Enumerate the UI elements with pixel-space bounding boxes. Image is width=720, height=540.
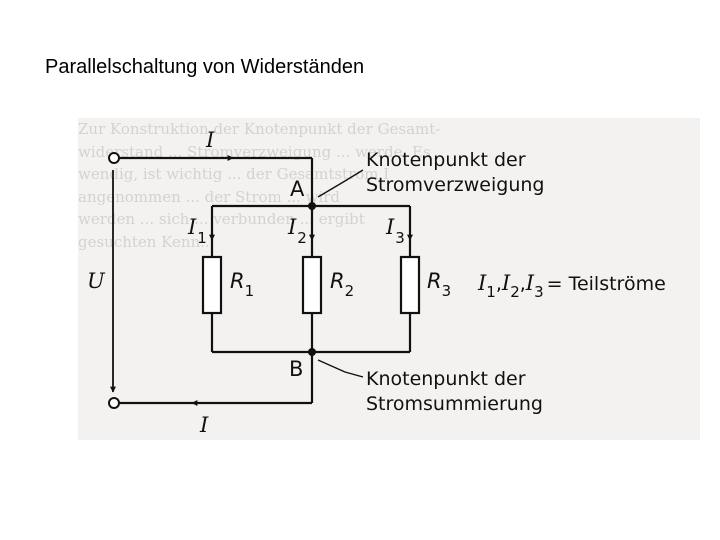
resistor-r1-label: R1 xyxy=(230,269,254,300)
scanned-figure: Zur Konstruktion der Knotenpunkt der Ges… xyxy=(78,118,700,440)
total-current-label: I xyxy=(205,128,215,152)
node-b-label: B xyxy=(289,357,303,381)
node-a-pointer xyxy=(317,169,364,198)
resistor-r2-label: R2 xyxy=(330,269,354,300)
total-current-label-bottom: I xyxy=(199,413,209,437)
node-a-label: A xyxy=(290,177,305,201)
current-arrows xyxy=(110,155,413,406)
branch-current-1-label: I1 xyxy=(187,215,207,247)
voltage-label: U xyxy=(87,269,106,293)
resistor-r3-label: R3 xyxy=(427,269,451,300)
node-b-pointer xyxy=(317,359,364,378)
resistor-r1 xyxy=(201,255,223,315)
slide-title: Parallelschaltung von Widerständen xyxy=(45,56,365,78)
node-b-note-line-1: Knotenpunkt der xyxy=(366,368,526,390)
node-a-note-line-2: Stromverzweigung xyxy=(366,174,544,196)
node-a-dot xyxy=(308,202,316,210)
partial-currents-note: I1,I2,I3= Teilströme xyxy=(477,271,666,301)
resistor-r3 xyxy=(399,255,421,315)
node-b-dot xyxy=(308,348,316,356)
node-a-note-line-1: Knotenpunkt der xyxy=(366,149,526,171)
branch-current-3-label: I3 xyxy=(385,215,405,247)
resistor-r2 xyxy=(301,255,323,315)
bottom-terminal xyxy=(108,397,120,409)
top-terminal xyxy=(108,152,120,164)
background-text: Zur Konstruktion der Knotenpunkt der Ges… xyxy=(78,120,441,251)
node-b-note-line-2: Stromsummierung xyxy=(366,393,543,415)
branch-current-2-label: I2 xyxy=(287,215,307,247)
